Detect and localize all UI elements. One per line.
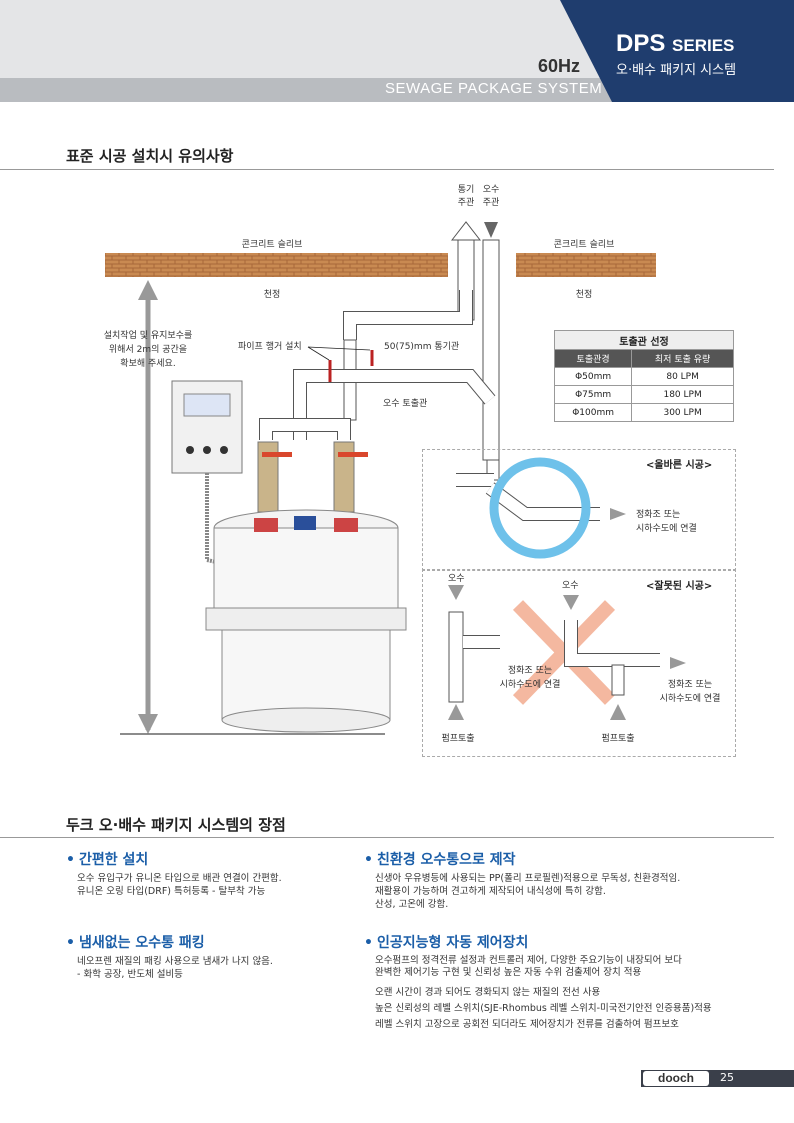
feature-text: 오수 유입구가 유니온 타입으로 배관 연결이 간편함.유니온 오링 타입(DR…	[77, 873, 282, 897]
bullet-icon: •	[364, 852, 373, 868]
sewage-label-a: 오수	[448, 574, 465, 584]
table-cell: Φ75mm	[553, 385, 633, 404]
hanger-label: 파이프 행거 설치	[238, 342, 302, 352]
concrete-slab-left	[105, 253, 448, 277]
table-cell: 180 LPM	[631, 385, 734, 404]
table-header: 최저 토출 유량	[631, 349, 734, 368]
feature-text: 신생아 우유병등에 사용되는 PP(폴리 프로필렌)적용으로 무독성, 친환경적…	[375, 873, 681, 910]
table-cell: Φ50mm	[553, 367, 633, 386]
slab-right-label: 콘크리트 슬리브	[553, 240, 615, 250]
correct-install-box	[422, 449, 736, 571]
wrong-install-box	[422, 569, 736, 757]
wrong-install-title: <잘못된 시공>	[646, 581, 713, 592]
table-caption: 토출관 선정	[554, 330, 734, 350]
series-badge-shape	[560, 0, 794, 102]
feature-title: •인공지능형 자동 제어장치	[364, 935, 529, 951]
table-header: 토출관경	[553, 349, 633, 368]
installation-diagram	[105, 221, 686, 735]
concrete-slab-right	[516, 253, 656, 277]
series-subtitle: 오·배수 패키지 시스템	[616, 63, 737, 78]
slab-left-label: 콘크리트 슬리브	[241, 240, 303, 250]
section1-title: 표준 시공 설치시 유의사항	[66, 147, 234, 165]
sewage-label-b: 오수	[562, 581, 579, 591]
section2-rule	[0, 837, 774, 838]
bullet-icon: •	[364, 935, 373, 951]
discharge-pipe-label: 오수 토출관	[383, 399, 428, 409]
table-cell: Φ100mm	[553, 403, 633, 422]
feature-text: 오수펌프의 정격전류 설정과 컨트롤러 제어, 다양한 주요기능이 내장되어 보…	[375, 955, 712, 1030]
pump-label-b: 펌프토출	[601, 734, 635, 744]
feature-title: •냄새없는 오수통 패킹	[66, 935, 205, 951]
correct-install-title: <올바른 시공>	[646, 460, 713, 471]
section1-rule	[0, 169, 774, 170]
feature-title: •간편한 설치	[66, 852, 149, 868]
ceiling-left-label: 천정	[263, 290, 281, 300]
ceiling-right-label: 천정	[575, 290, 593, 300]
feature-text: 네오프렌 재질의 패킹 사용으로 냄새가 나지 않음.- 화학 공장, 반도체 …	[77, 956, 273, 980]
vent-pipe-label: 50(75)mm 통기관	[384, 342, 460, 352]
table-cell: 300 LPM	[631, 403, 734, 422]
bullet-icon: •	[66, 935, 75, 951]
series-title: DPS SERIES	[616, 30, 735, 57]
section2-title: 두크 오·배수 패키지 시스템의 장점	[66, 816, 286, 834]
feature-title: •친환경 오수통으로 제작	[364, 852, 516, 868]
dooch-logo: dooch	[643, 1071, 709, 1086]
pump-label-a: 펌프토출	[441, 734, 475, 744]
bullet-icon: •	[66, 852, 75, 868]
table-cell: 80 LPM	[631, 367, 734, 386]
frequency: 60Hz	[538, 56, 581, 76]
system-name: SEWAGE PACKAGE SYSTEM	[385, 80, 603, 97]
page-number: 25	[720, 1071, 734, 1084]
